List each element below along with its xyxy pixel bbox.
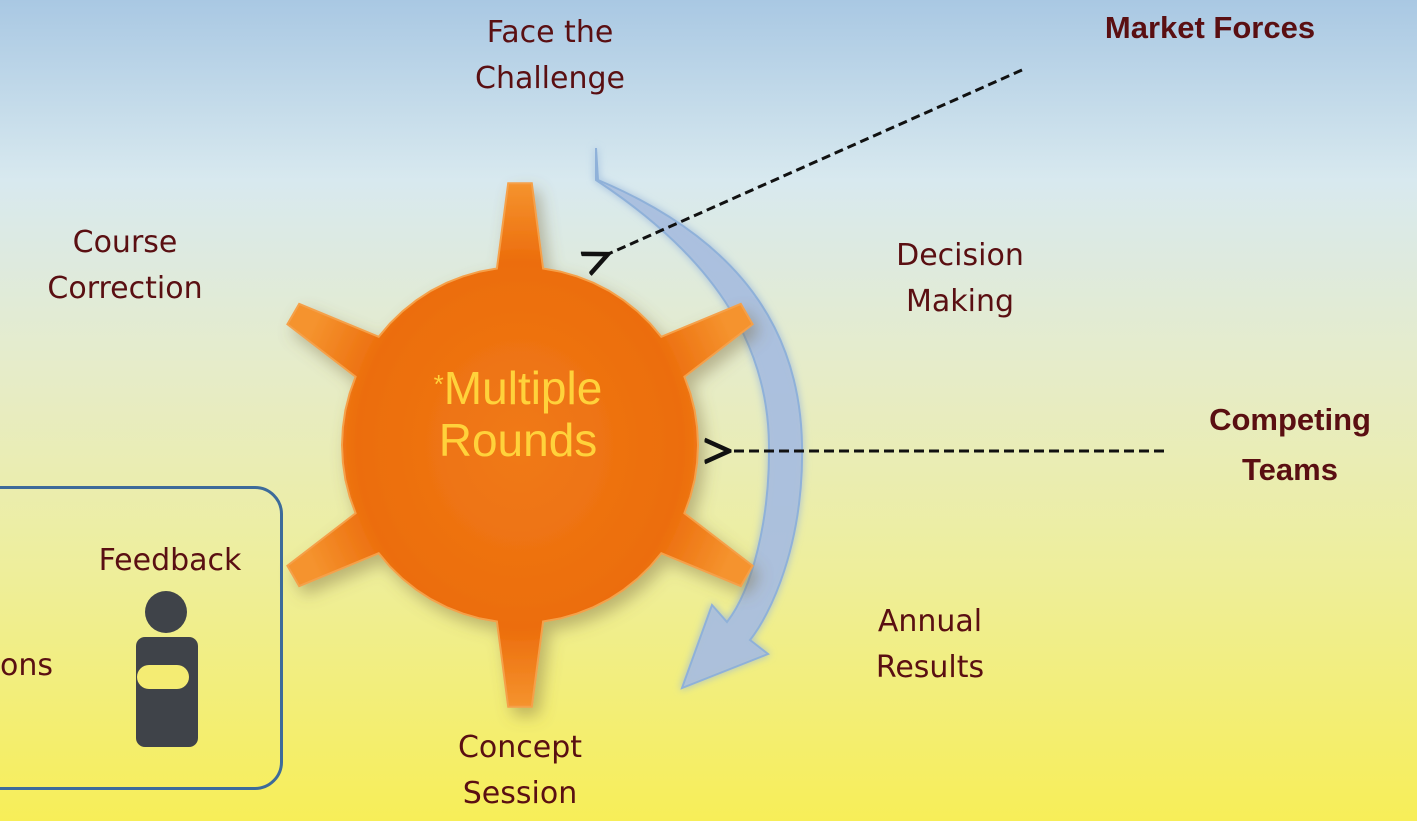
center-line2: Rounds — [438, 414, 598, 466]
feedback-box — [0, 486, 283, 790]
feedback-title: Feedback — [98, 543, 242, 578]
center-label: *Multiple Rounds — [368, 362, 668, 466]
feedback-partial-label: ons — [0, 648, 53, 683]
center-marker: * — [433, 369, 444, 399]
market-forces-label: Market Forces — [1104, 10, 1316, 45]
person-icon — [136, 591, 198, 747]
gear-shape — [286, 182, 754, 708]
market-forces-arrow — [606, 68, 1023, 255]
center-line1: Multiple — [443, 362, 603, 414]
